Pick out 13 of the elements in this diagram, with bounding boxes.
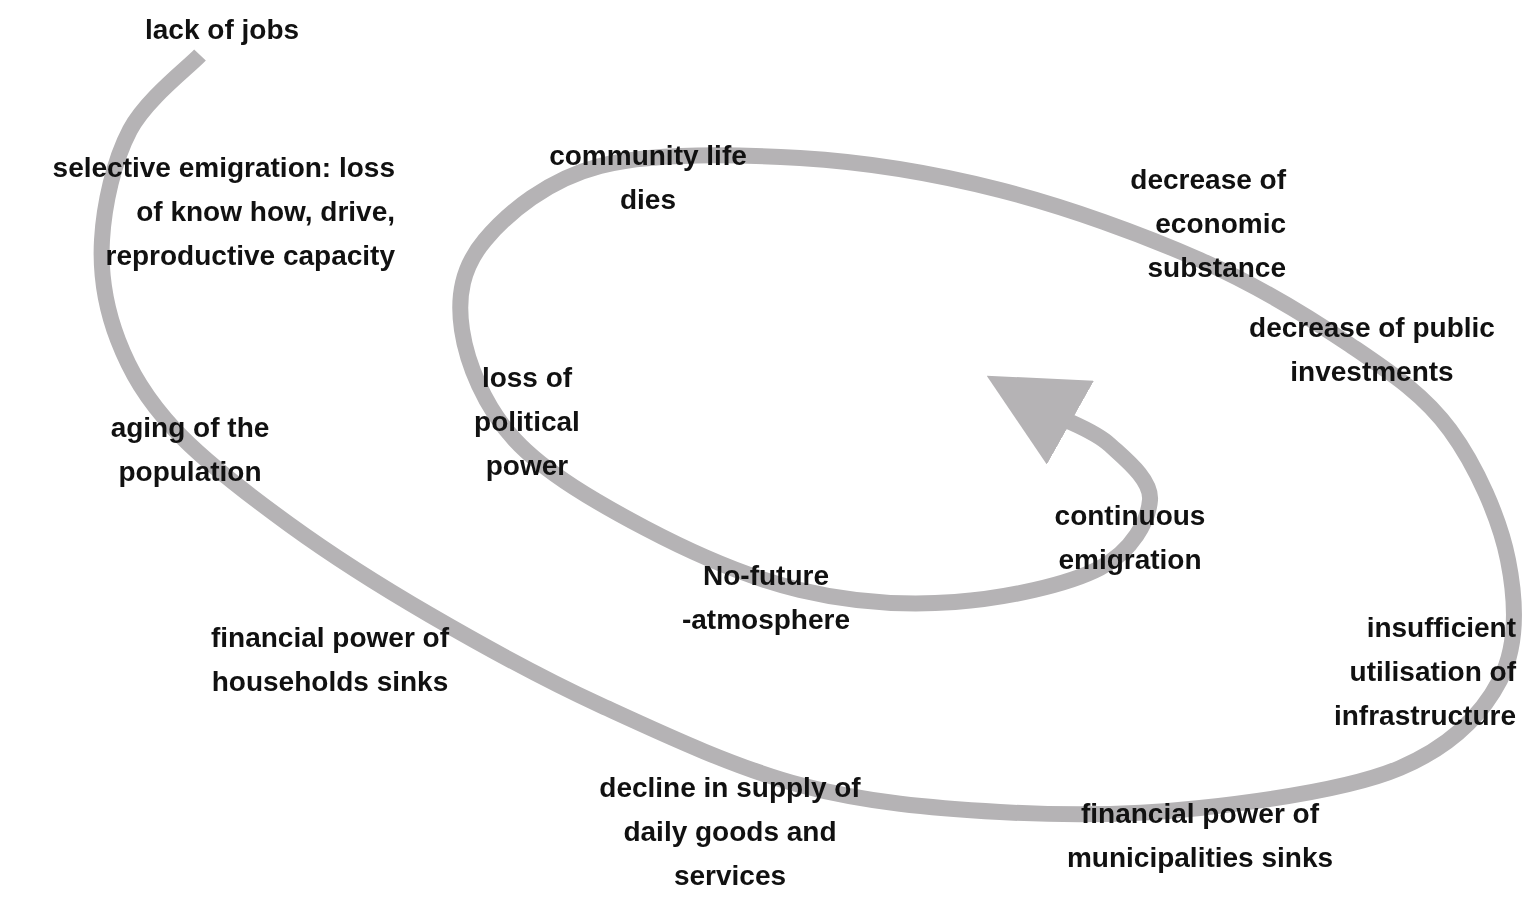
spiral-label: decrease of public investments [1248,311,1496,389]
spiral-label: loss of political power [473,361,581,483]
spiral-label: community life dies [548,139,748,217]
spiral-label: decline in supply of daily goods and services [598,771,862,893]
spiral-label: No-future -atmosphere [680,559,851,637]
spiral-label: financial power of households sinks [209,621,451,699]
spiral-label: decrease of economic substance [1129,163,1286,285]
spiral-label: lack of jobs [145,13,301,47]
spiral-label: selective emigration: loss of know how, drive, reproductive capacity [51,151,395,273]
spiral-label: insufficient utilisation of infrastructure [1332,611,1516,733]
spiral-label: financial power of municipalities sinks [1065,797,1335,875]
spiral-label: continuous emigration [1053,499,1207,577]
spiral-label: aging of the population [109,411,271,489]
